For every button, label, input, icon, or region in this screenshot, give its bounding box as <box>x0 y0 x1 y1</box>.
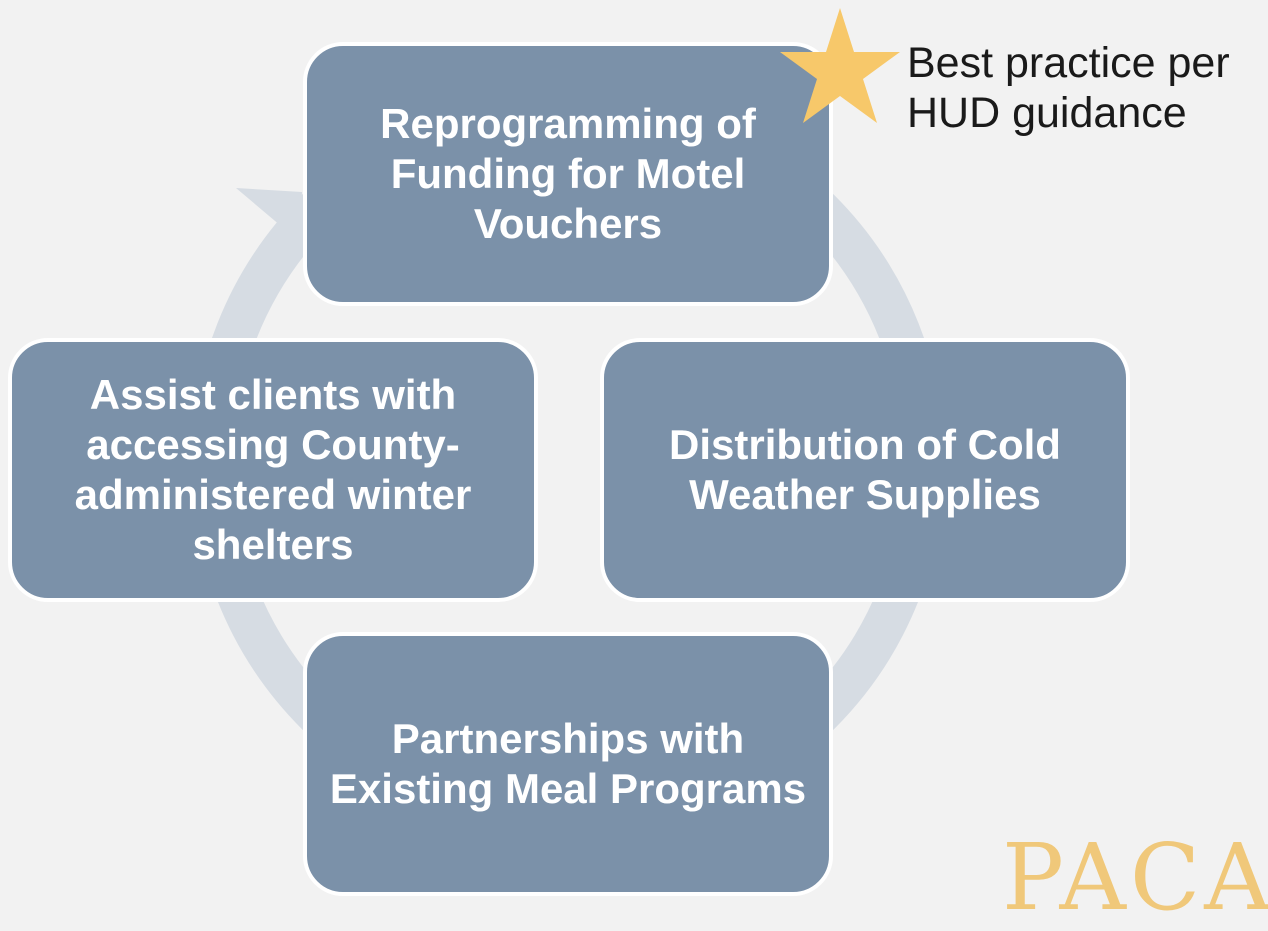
step-meal-programs: Partnerships with Existing Meal Programs <box>303 632 833 896</box>
step-meal-programs-label: Partnerships with Existing Meal Programs <box>329 715 807 812</box>
step-motel-vouchers-label: Reprogramming of Funding for Motel Vouch… <box>380 100 756 247</box>
step-winter-shelters: Assist clients with accessing County-adm… <box>8 338 538 602</box>
star-icon <box>780 8 900 123</box>
step-cold-weather-supplies-label: Distribution of Cold Weather Supplies <box>669 421 1061 518</box>
cycle-diagram: Reprogramming of Funding for Motel Vouch… <box>8 8 1268 924</box>
note-line-1: Best practice per <box>907 39 1230 87</box>
step-cold-weather-supplies: Distribution of Cold Weather Supplies <box>600 338 1130 602</box>
best-practice-note: Best practice per HUD guidance <box>907 38 1230 138</box>
note-line-2: HUD guidance <box>907 89 1187 137</box>
step-winter-shelters-label: Assist clients with accessing County-adm… <box>74 371 472 568</box>
logo: PACA <box>1002 824 1268 931</box>
cycle-arrowhead <box>236 188 302 242</box>
step-motel-vouchers: Reprogramming of Funding for Motel Vouch… <box>303 42 833 306</box>
